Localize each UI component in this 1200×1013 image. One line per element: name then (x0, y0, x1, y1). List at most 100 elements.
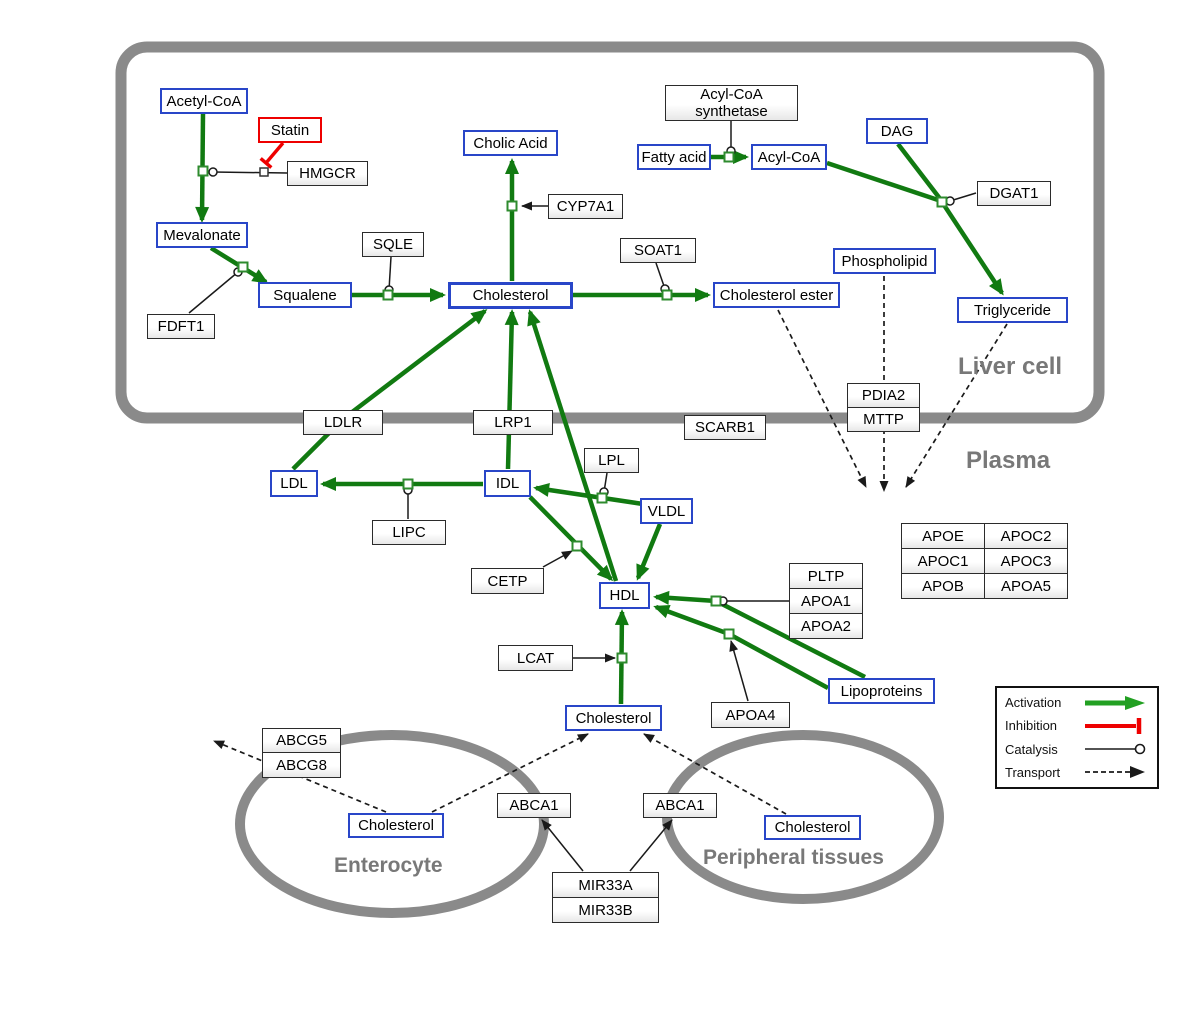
e-hmgcr-catalysis (208, 167, 288, 177)
reaction-node (616, 652, 628, 664)
e-vldl-to-idl (533, 482, 644, 507)
scarb1[interactable]: SCARB1 (684, 415, 766, 440)
reaction-node (936, 196, 948, 208)
reaction-node (402, 478, 414, 490)
legend: Activation Inhibition Catalysis Transpor… (995, 686, 1159, 789)
e-peripheral-cholesterol-to-plasma (643, 733, 787, 815)
hdl[interactable]: HDL (599, 582, 650, 609)
legend-row-catalysis: Catalysis (1005, 740, 1149, 758)
e-soat1-catalysis (655, 262, 670, 294)
e-enterocyte-cholesterol-to-plasma (431, 733, 589, 813)
apoa1[interactable]: APOA1 (789, 588, 863, 614)
reaction-node (596, 492, 608, 504)
acyl-coa-synthetase[interactable]: Acyl-CoA synthetase (665, 85, 798, 121)
e-triglyceride-secretion (905, 323, 1008, 488)
reaction-node (506, 200, 518, 212)
fdft1[interactable]: FDFT1 (147, 314, 215, 339)
legend-catalysis-label: Catalysis (1005, 741, 1058, 757)
catalysis-circle-icon (1085, 743, 1146, 755)
lcat[interactable]: LCAT (498, 645, 573, 671)
cholesterol-ester[interactable]: Cholesterol ester (713, 282, 840, 308)
reaction-node (710, 595, 722, 607)
e-lpl-catalysis (599, 472, 609, 497)
apoa2[interactable]: APOA2 (789, 613, 863, 639)
cholic-acid[interactable]: Cholic Acid (463, 130, 558, 156)
reaction-node (723, 151, 735, 163)
lipc[interactable]: LIPC (372, 520, 446, 545)
apoa4[interactable]: APOA4 (711, 702, 790, 728)
pltp[interactable]: PLTP (789, 563, 863, 589)
legend-transport-label: Transport (1005, 764, 1061, 780)
legend-row-activation: Activation (1005, 694, 1149, 712)
apob[interactable]: APOB (901, 573, 985, 599)
vldl[interactable]: VLDL (640, 498, 693, 524)
lipoproteins[interactable]: Lipoproteins (828, 678, 935, 704)
e-hdl-to-liver-cholesterol (527, 309, 619, 582)
lpl[interactable]: LPL (584, 448, 639, 473)
e-dag-to-dgat-node (896, 142, 943, 202)
e-fdft1-catalysis (188, 267, 243, 314)
cholesterol-peripheral[interactable]: Cholesterol (764, 815, 861, 840)
hmgcr[interactable]: HMGCR (287, 161, 368, 186)
apoa5[interactable]: APOA5 (984, 573, 1068, 599)
e-statin-inhibits-hmgcr (259, 141, 285, 169)
sqle[interactable]: SQLE (362, 232, 424, 257)
legend-inhibition-label: Inhibition (1005, 718, 1058, 734)
cholesterol-enterocyte[interactable]: Cholesterol (348, 813, 444, 838)
abca1-right[interactable]: ABCA1 (643, 793, 717, 818)
idl[interactable]: IDL (484, 470, 531, 497)
plasma-label: Plasma (966, 447, 1051, 474)
apoc2[interactable]: APOC2 (984, 523, 1068, 549)
acetyl-coa[interactable]: Acetyl-CoA (160, 88, 248, 114)
apoc1[interactable]: APOC1 (901, 548, 985, 574)
statin[interactable]: Statin (258, 117, 322, 143)
squalene[interactable]: Squalene (258, 282, 352, 308)
acyl-coa2[interactable]: Acyl-CoA (751, 144, 827, 170)
phospholipid[interactable]: Phospholipid (833, 248, 936, 274)
soat1[interactable]: SOAT1 (620, 238, 696, 263)
abcg5[interactable]: ABCG5 (262, 728, 341, 753)
e-cetp-catalysis (542, 550, 573, 568)
ldlr[interactable]: LDLR (303, 410, 383, 435)
e-acylcoa-to-dgat-node (826, 160, 942, 204)
e-cholesterolester-secretion (777, 309, 867, 488)
inhibition-tbar-icon (1085, 717, 1142, 734)
mir33a[interactable]: MIR33A (552, 872, 659, 898)
enterocyte-label: Enterocyte (334, 854, 443, 877)
cholesterol-liver[interactable]: Cholesterol (448, 282, 573, 309)
e-idl-to-hdl (528, 495, 614, 582)
cholesterol-plasma[interactable]: Cholesterol (565, 705, 662, 731)
apoe[interactable]: APOE (901, 523, 985, 549)
triglyceride[interactable]: Triglyceride (957, 297, 1068, 323)
legend-row-inhibition: Inhibition (1005, 717, 1149, 735)
abcg8[interactable]: ABCG8 (262, 752, 341, 778)
e-vldl-to-hdl (635, 523, 663, 581)
reaction-node (237, 261, 249, 273)
e-idl-to-liver-cholesterol (504, 309, 519, 470)
mir33b[interactable]: MIR33B (552, 897, 659, 923)
legend-row-transport: Transport (1005, 763, 1149, 781)
mttp[interactable]: MTTP (847, 407, 920, 432)
legend-activation-label: Activation (1005, 695, 1062, 711)
transport-arrow-icon (1085, 766, 1145, 779)
pdia2[interactable]: PDIA2 (847, 383, 920, 408)
lrp1[interactable]: LRP1 (473, 410, 553, 435)
ldl[interactable]: LDL (270, 470, 318, 497)
apoc3[interactable]: APOC3 (984, 548, 1068, 574)
cyp7a1[interactable]: CYP7A1 (548, 194, 623, 219)
reaction-node (382, 289, 394, 301)
abca1-left[interactable]: ABCA1 (497, 793, 571, 818)
liver-cell-membrane (115, 41, 1105, 424)
cetp[interactable]: CETP (471, 568, 544, 594)
activation-arrow-icon (1085, 695, 1145, 710)
e-mir33-to-abca1-left (541, 819, 584, 872)
e-mir33-to-abca1-right (629, 819, 673, 872)
reaction-node (571, 540, 583, 552)
e-dgat-node-to-triglyceride (940, 200, 1004, 296)
dag[interactable]: DAG (866, 118, 928, 144)
dgat1[interactable]: DGAT1 (977, 181, 1051, 206)
mevalonate[interactable]: Mevalonate (156, 222, 248, 248)
fatty-acid[interactable]: Fatty acid (637, 144, 711, 170)
